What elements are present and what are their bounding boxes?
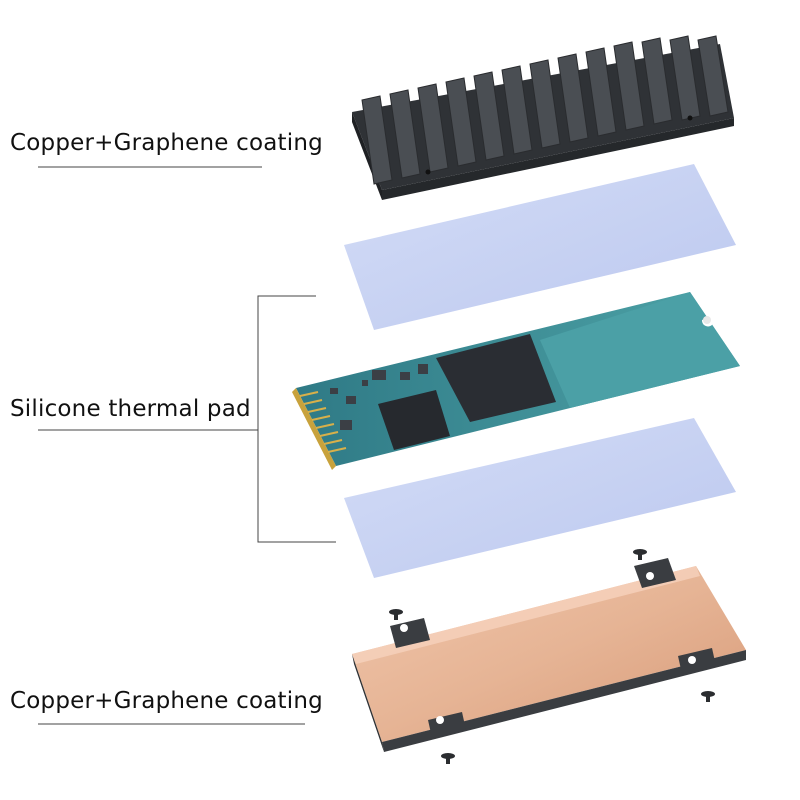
thermal-pad-label: Silicone thermal pad — [10, 396, 251, 422]
screw-icon — [389, 609, 403, 620]
m2-gold-contacts — [299, 391, 347, 453]
pcb-components — [330, 364, 428, 430]
screw-icon — [701, 691, 715, 702]
top-heatsink-label: Copper+Graphene coating — [10, 130, 323, 156]
m2-mount-hole — [703, 316, 711, 324]
heatsink-screw-hole — [425, 169, 431, 175]
thermal-pad-upper — [344, 164, 736, 330]
nand-chip — [436, 334, 556, 422]
controller-chip — [378, 390, 450, 450]
m2-ssd-board — [292, 292, 740, 470]
copper-bottom-plate — [352, 558, 746, 752]
middle-bracket — [257, 295, 336, 543]
heatsink-screw-hole — [687, 115, 693, 121]
screws — [389, 549, 715, 764]
screw-icon — [633, 549, 647, 560]
label-leader-lines — [38, 166, 336, 725]
screw-icon — [441, 753, 455, 764]
thermal-pad-lower — [344, 418, 736, 578]
heatsink-top — [352, 35, 734, 200]
bottom-plate-label: Copper+Graphene coating — [10, 688, 323, 714]
